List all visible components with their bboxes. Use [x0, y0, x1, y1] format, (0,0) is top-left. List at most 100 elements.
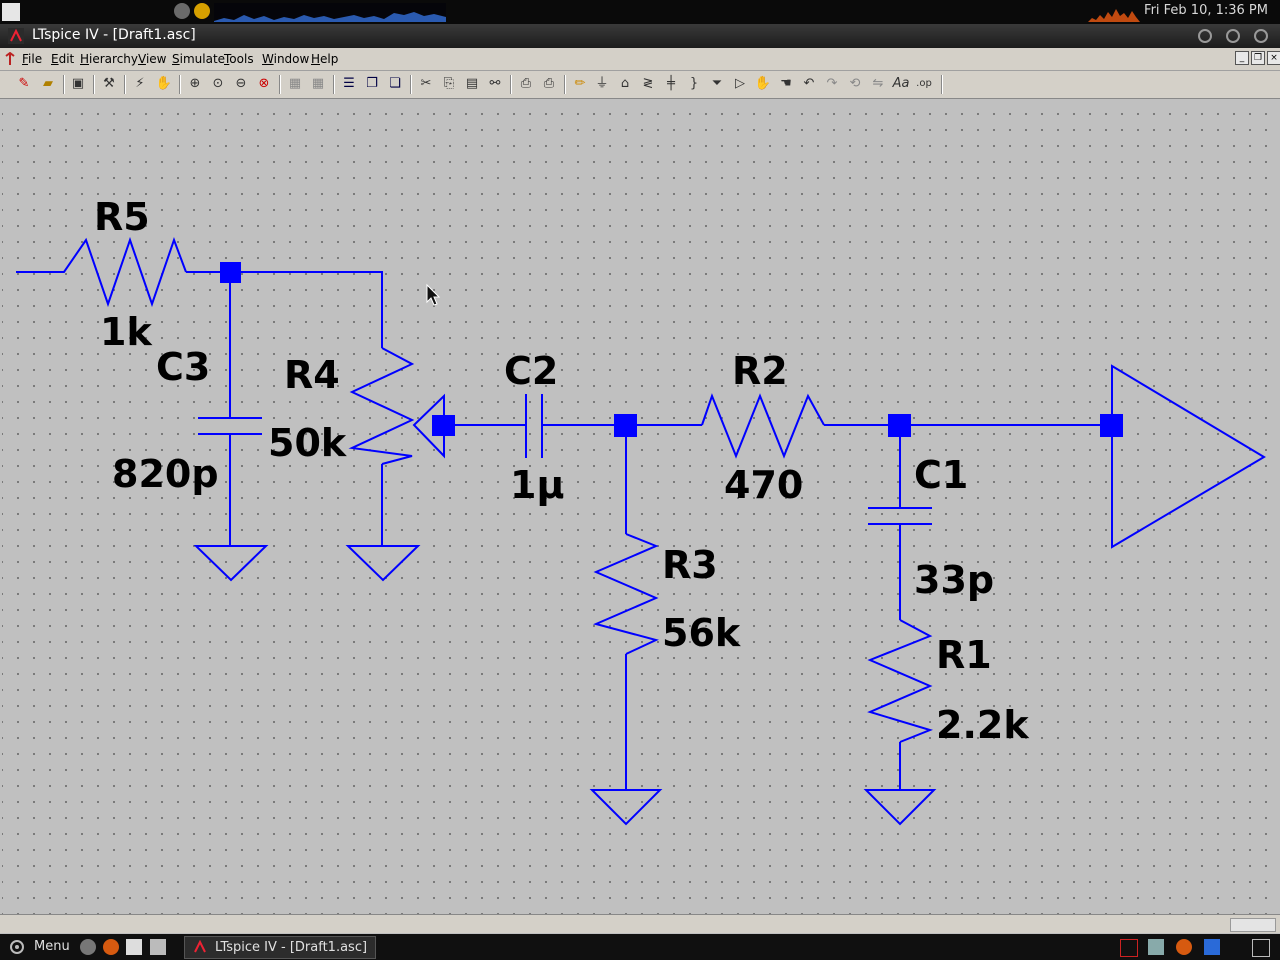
menu-simulate[interactable]: Simulate — [172, 52, 226, 66]
text-editor-icon[interactable] — [126, 939, 142, 955]
toolbar: ✎ ▰ ▣ ⚒ ⚡ ✋ ⊕ ⊙ ⊖ ⊗ ▦ ▦ ☰ ❐ ❏ ✂ ⎘ ▤ ⚯ ⎙ … — [0, 71, 1280, 99]
ltspice-task-icon — [194, 940, 206, 953]
star-launcher-icon[interactable] — [194, 3, 210, 19]
minimize-button[interactable] — [1198, 29, 1212, 43]
redo-icon[interactable]: ↷ — [826, 76, 838, 91]
c3-value-label: 820p — [112, 452, 219, 496]
menu-edit[interactable]: Edit — [51, 52, 75, 66]
inductor-icon[interactable]: } — [689, 76, 699, 91]
rotate-icon[interactable]: ⟲ — [849, 76, 861, 91]
ground-symbol — [589, 789, 663, 826]
taskbar-task-title: LTspice IV - [Draft1.asc] — [215, 940, 368, 955]
paste-icon[interactable]: ▤ — [465, 76, 479, 91]
drag-icon[interactable]: ☚ — [780, 76, 792, 91]
taskbar: Menu LTspice IV - [Draft1.asc] — [0, 934, 1280, 960]
c2-value-label: 1µ — [510, 463, 564, 507]
print-icon[interactable]: ⎙ — [543, 76, 555, 91]
junction-dot — [432, 415, 455, 436]
document-icon[interactable] — [4, 52, 16, 66]
calculator-icon[interactable] — [150, 939, 166, 955]
potentiometer-r4-symbol — [348, 347, 415, 465]
horizontal-scrollbar[interactable] — [0, 914, 1280, 933]
mdi-close-button[interactable]: × — [1267, 51, 1280, 65]
maximize-button[interactable] — [1226, 29, 1240, 43]
resistor-icon[interactable]: ≷ — [642, 76, 654, 91]
play-launcher-icon[interactable] — [174, 3, 190, 19]
r4-value-label: 50k — [268, 421, 347, 465]
menu-view[interactable]: View — [138, 52, 167, 66]
r2-value-label: 470 — [724, 463, 803, 507]
ltspice-active-tray-icon[interactable] — [1204, 939, 1220, 955]
diode-icon[interactable]: ⏷ — [711, 76, 723, 91]
ground-symbol — [345, 545, 421, 582]
scrollbar-thumb[interactable] — [1230, 918, 1276, 932]
run-icon[interactable]: ⚡ — [135, 76, 145, 91]
draw-wire-icon[interactable]: ✏ — [574, 76, 586, 91]
schematic-canvas[interactable] — [2, 100, 1278, 914]
capacitor-icon[interactable]: ╪ — [667, 76, 675, 91]
text-icon[interactable]: Aa — [892, 76, 910, 91]
r1-value-label: 2.2k — [936, 703, 1029, 747]
menu-tools[interactable]: Tools — [224, 52, 254, 66]
mdi-minimize-button[interactable]: _ — [1235, 51, 1249, 65]
zoom-cancel-icon[interactable]: ⊗ — [258, 76, 270, 91]
start-menu-button[interactable]: Menu — [34, 939, 70, 954]
component-icon[interactable]: ▷ — [735, 76, 745, 91]
window-title: LTspice IV - [Draft1.asc] — [32, 27, 196, 43]
firefox-tray-icon[interactable] — [1176, 939, 1192, 955]
r3-value-label: 56k — [662, 611, 741, 655]
close-button[interactable] — [1254, 29, 1268, 43]
cascade-icon[interactable]: ❐ — [366, 76, 378, 91]
undo-icon[interactable]: ↶ — [803, 76, 815, 91]
capacitor-c1-symbol — [868, 507, 932, 525]
desktop-panel: Fri Feb 10, 1:36 PM — [0, 0, 1280, 24]
window-tray-icon[interactable] — [1148, 939, 1164, 955]
new-schematic-icon[interactable]: ✎ — [18, 76, 30, 91]
junction-dot — [1100, 414, 1123, 437]
taskbar-task-ltspice[interactable]: LTspice IV - [Draft1.asc] — [184, 936, 376, 959]
show-desktop-icon[interactable] — [1252, 939, 1270, 957]
capacitor-c2-symbol — [525, 394, 543, 458]
clock[interactable]: Fri Feb 10, 1:36 PM — [1144, 3, 1268, 18]
halt-icon[interactable]: ✋ — [155, 76, 173, 91]
settings-launcher-icon[interactable] — [80, 939, 96, 955]
ltspice-app-icon — [8, 28, 24, 44]
window-cascade-icon[interactable]: ❏ — [389, 76, 401, 91]
cut-icon[interactable]: ✂ — [420, 76, 432, 91]
c1-value-label: 33p — [914, 558, 994, 602]
menu-hierarchy[interactable]: Hierarchy — [80, 52, 139, 66]
move-icon[interactable]: ✋ — [754, 76, 772, 91]
firefox-icon[interactable] — [103, 939, 119, 955]
tile-icon[interactable]: ☰ — [343, 76, 355, 91]
r4-name-label: R4 — [284, 353, 340, 397]
window-titlebar[interactable]: LTspice IV - [Draft1.asc] — [0, 24, 1280, 48]
mirror-icon[interactable]: ⇋ — [872, 76, 884, 91]
gear-menu-icon[interactable] — [8, 939, 26, 955]
junction-dot — [220, 262, 241, 283]
pan-icon[interactable]: ⊙ — [212, 76, 224, 91]
autorange-icon[interactable]: ▦ — [288, 76, 302, 91]
menu-help[interactable]: Help — [311, 52, 339, 66]
label-net-icon[interactable]: ⌂ — [620, 76, 630, 91]
find-icon[interactable]: ⚯ — [489, 76, 501, 91]
fit-icon[interactable]: ▦ — [311, 76, 325, 91]
save-icon[interactable]: ▣ — [71, 76, 85, 91]
mouse-pointer-icon — [426, 283, 441, 306]
print-setup-icon[interactable]: ⎙ — [520, 76, 532, 91]
control-panel-icon[interactable]: ⚒ — [103, 76, 115, 91]
wire — [186, 271, 383, 348]
c2-name-label: C2 — [504, 349, 558, 393]
r5-value-label: 1k — [100, 310, 152, 354]
spice-directive-icon[interactable]: .op — [916, 78, 932, 89]
zoom-in-icon[interactable]: ⊕ — [189, 76, 201, 91]
menu-window[interactable]: Window — [262, 52, 310, 66]
zoom-out-icon[interactable]: ⊖ — [235, 76, 247, 91]
ltspice-tray-icon[interactable] — [1120, 939, 1138, 957]
app-menu-icon[interactable] — [2, 3, 20, 21]
open-icon[interactable]: ▰ — [43, 76, 53, 91]
ground-icon[interactable]: ⏚ — [595, 76, 609, 91]
menu-file[interactable]: File — [22, 52, 43, 66]
copy-icon[interactable]: ⎘ — [443, 76, 455, 91]
mdi-restore-button[interactable]: ❐ — [1251, 51, 1265, 65]
